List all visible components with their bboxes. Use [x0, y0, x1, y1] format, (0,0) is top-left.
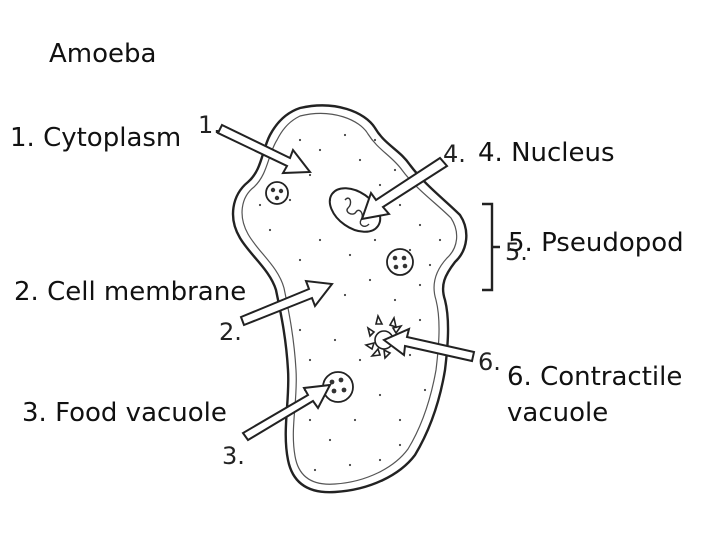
food-vacuole-upper: [265, 181, 289, 205]
marker-food-vacuole: 3.: [222, 442, 245, 470]
label-cell-membrane: 2. Cell membrane: [14, 277, 247, 307]
cell-membrane-inner-outline: [241, 112, 458, 485]
marker-nucleus: 4.: [443, 140, 466, 168]
arrow-nucleus: [360, 156, 449, 221]
arrow-cell-membrane: [239, 279, 334, 327]
contractile-vacuole: [364, 313, 403, 360]
label-cytoplasm: 1. Cytoplasm: [10, 123, 182, 153]
food-vacuole-middle: [386, 248, 414, 276]
nucleus: [328, 187, 382, 233]
marker-pseudopod: 5.: [505, 238, 528, 266]
cell-membrane-outline: [231, 104, 468, 494]
diagram-title: Amoeba: [49, 39, 157, 69]
label-contractile-vacuole-line2: vacuole: [507, 398, 609, 428]
marker-contractile-vacuole: 6.: [478, 348, 501, 376]
label-contractile-vacuole-line1: 6. Contractile: [507, 362, 683, 392]
arrow-cytoplasm: [216, 123, 312, 175]
arrow-contractile-vacuole: [382, 327, 476, 363]
marker-cytoplasm: 1.: [198, 111, 221, 139]
arrow-food-vacuole: [241, 383, 332, 442]
label-food-vacuole: 3. Food vacuole: [22, 398, 227, 428]
label-pseudopod: 5. Pseudopod: [508, 228, 684, 258]
pseudopod-bracket: [482, 202, 500, 292]
marker-cell-membrane: 2.: [219, 318, 242, 346]
label-nucleus: 4. Nucleus: [478, 138, 615, 168]
